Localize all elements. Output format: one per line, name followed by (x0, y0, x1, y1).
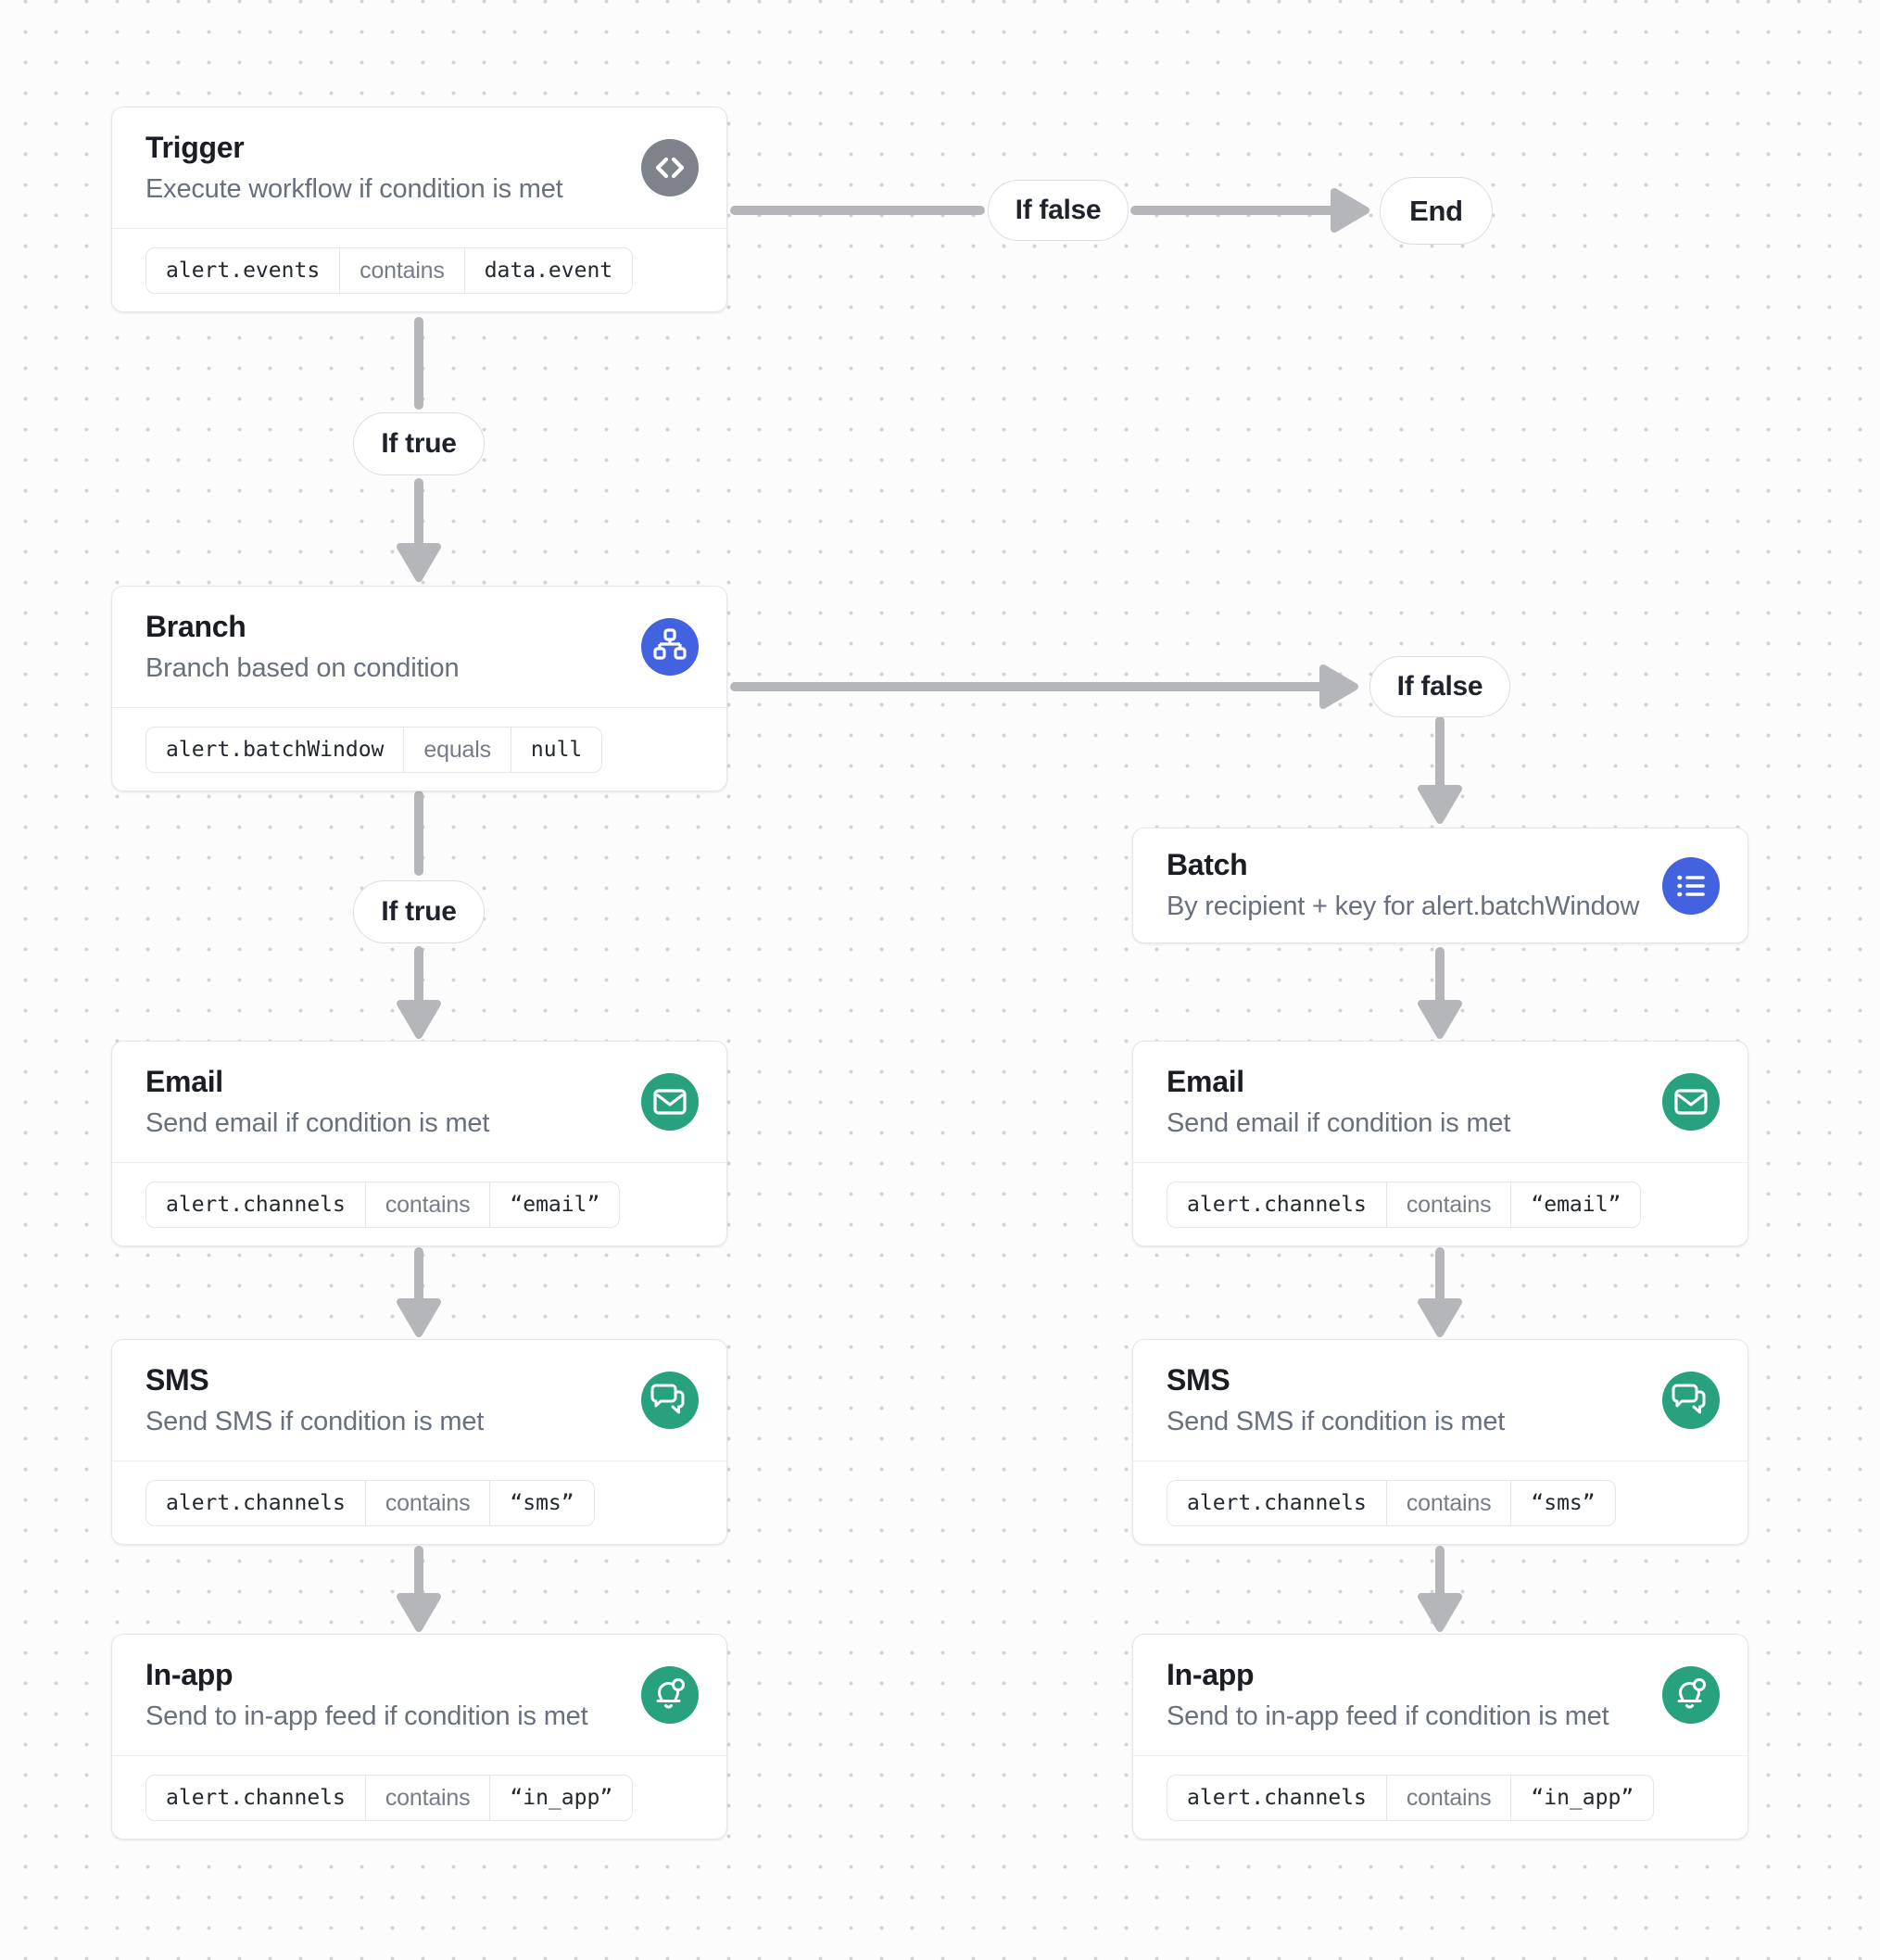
condition-field: alert.events (166, 258, 321, 283)
condition-row: alert.channels contains “in_app” (1133, 1755, 1748, 1839)
node-subtitle: Execute workflow if condition is met (145, 173, 563, 204)
node-batch[interactable]: Batch By recipient + key for alert.batch… (1132, 828, 1748, 943)
node-subtitle: Send SMS if condition is met (1167, 1406, 1506, 1436)
condition-row: alert.channels contains “in_app” (112, 1755, 726, 1839)
edge-label-if-true-bottom: If true (353, 880, 485, 943)
sitemap-icon (641, 618, 699, 676)
condition-operator: contains (1385, 1182, 1511, 1227)
node-subtitle: Send to in-app feed if condition is met (1167, 1701, 1609, 1731)
edge-label-if-true-top: If true (353, 412, 485, 475)
node-title: Email (1167, 1064, 1244, 1098)
condition-value: “in_app” (1510, 1775, 1653, 1820)
condition-operator: contains (1385, 1480, 1511, 1525)
condition-field: alert.channels (1187, 1490, 1367, 1515)
code-icon (641, 139, 699, 196)
condition-row: alert.channels contains “sms” (1133, 1461, 1748, 1544)
node-sms-right[interactable]: SMS Send SMS if condition is met alert.c… (1132, 1339, 1748, 1545)
node-inapp-right[interactable]: In-app Send to in-app feed if condition … (1132, 1634, 1748, 1840)
node-email-left[interactable]: Email Send email if condition is met ale… (111, 1041, 727, 1246)
node-subtitle: Send email if condition is met (145, 1107, 490, 1138)
node-subtitle: Send email if condition is met (1167, 1107, 1511, 1138)
node-subtitle: Send SMS if condition is met (145, 1406, 485, 1436)
condition-operator: contains (1385, 1775, 1511, 1820)
node-title: In-app (1167, 1657, 1255, 1691)
node-subtitle: Branch based on condition (145, 652, 460, 683)
condition-operator: contains (339, 247, 464, 293)
chat-bubbles-icon (1662, 1372, 1720, 1429)
chat-bubbles-icon (641, 1372, 699, 1429)
envelope-icon (1662, 1073, 1720, 1131)
arrowhead (1319, 664, 1358, 709)
node-subtitle: By recipient + key for alert.batchWindow (1167, 891, 1640, 921)
condition-row: alert.channels contains “sms” (112, 1461, 726, 1544)
arrowhead (1331, 188, 1369, 233)
condition-row: alert.channels contains “email” (1133, 1162, 1748, 1246)
arrowhead (397, 1298, 441, 1337)
condition-field: alert.channels (166, 1192, 346, 1217)
arrowhead (1418, 785, 1462, 824)
bell-icon (641, 1666, 699, 1724)
list-icon (1662, 856, 1720, 915)
condition-value: “sms” (1510, 1480, 1614, 1525)
condition-operator: contains (364, 1182, 490, 1227)
condition-field: alert.channels (166, 1785, 346, 1810)
condition-operator: equals (403, 727, 510, 772)
condition-value: “sms” (489, 1480, 593, 1525)
condition-row: alert.events contains data.event (112, 228, 726, 311)
arrowhead (397, 543, 441, 582)
arrowhead (1418, 1593, 1462, 1632)
envelope-icon (641, 1073, 699, 1131)
condition-value: “email” (1510, 1182, 1640, 1227)
arrowhead (397, 1593, 441, 1632)
arrowhead (397, 1000, 441, 1039)
edge-label-if-false-branch: If false (1369, 656, 1510, 717)
node-inapp-left[interactable]: In-app Send to in-app feed if condition … (111, 1634, 727, 1840)
bell-icon (1662, 1666, 1720, 1724)
condition-field: alert.channels (1187, 1785, 1367, 1810)
end-node: End (1380, 177, 1493, 245)
node-email-right[interactable]: Email Send email if condition is met ale… (1132, 1041, 1748, 1246)
condition-value: “in_app” (489, 1775, 632, 1820)
condition-operator: contains (364, 1775, 490, 1820)
arrowhead (1418, 1298, 1462, 1337)
node-title: Branch (145, 609, 246, 643)
node-title: SMS (145, 1362, 209, 1397)
condition-value: data.event (463, 247, 632, 293)
node-title: In-app (145, 1657, 233, 1691)
node-title: Batch (1167, 848, 1248, 882)
condition-row: alert.channels contains “email” (112, 1162, 726, 1246)
node-title: SMS (1167, 1362, 1230, 1397)
condition-row: alert.batchWindow equals null (112, 707, 726, 790)
condition-value: null (510, 727, 601, 772)
node-trigger[interactable]: Trigger Execute workflow if condition is… (111, 107, 727, 312)
arrowhead (1418, 1000, 1462, 1039)
condition-field: alert.batchWindow (166, 737, 385, 762)
node-subtitle: Send to in-app feed if condition is met (145, 1701, 588, 1731)
condition-value: “email” (489, 1182, 619, 1227)
condition-operator: contains (364, 1480, 490, 1525)
node-title: Trigger (145, 130, 245, 164)
condition-field: alert.channels (1187, 1192, 1367, 1217)
node-sms-left[interactable]: SMS Send SMS if condition is met alert.c… (111, 1339, 727, 1545)
node-branch[interactable]: Branch Branch based on condition alert.b… (111, 586, 727, 791)
condition-field: alert.channels (166, 1490, 346, 1515)
node-title: Email (145, 1064, 223, 1098)
edge-label-if-false-top: If false (988, 180, 1129, 241)
